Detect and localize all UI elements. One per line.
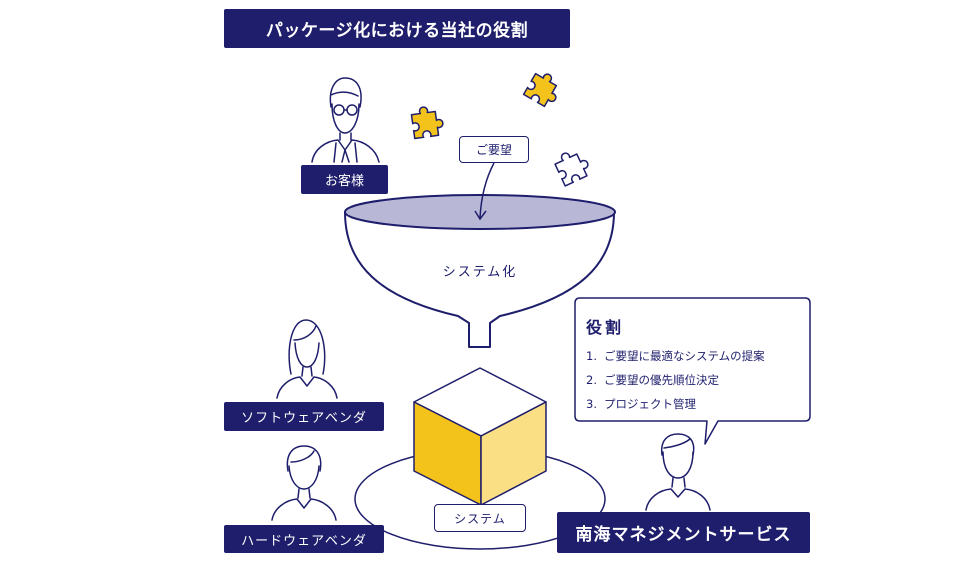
role-item: 3. プロジェクト管理 xyxy=(586,392,765,416)
request-arrow xyxy=(474,162,495,221)
person-long-hair-icon xyxy=(276,319,338,399)
role-number: 3. xyxy=(586,397,597,411)
role-number: 1. xyxy=(586,349,597,363)
role-text: ご要望の優先順位決定 xyxy=(604,373,719,387)
funnel-label: システム化 xyxy=(442,265,518,280)
company-label: 南海マネジメントサービス xyxy=(557,512,810,553)
page-title: パッケージ化における当社の役割 xyxy=(224,9,570,48)
customer-label: お客様 xyxy=(301,165,388,194)
person-short-hair-icon xyxy=(271,445,337,521)
system-cube-icon xyxy=(413,367,547,506)
request-label: ご要望 xyxy=(459,136,529,163)
software-vendor-label: ソフトウェアベンダ xyxy=(224,402,384,431)
puzzle-piece-icon xyxy=(410,106,444,140)
role-item: 1. ご要望に最適なシステムの提案 xyxy=(586,344,765,368)
role-text: ご要望に最適なシステムの提案 xyxy=(604,349,765,363)
system-label: システム xyxy=(434,504,526,532)
hardware-vendor-label: ハードウェアベンダ xyxy=(224,525,384,553)
role-item: 2. ご要望の優先順位決定 xyxy=(586,368,765,392)
roles-list: 役割 1. ご要望に最適なシステムの提案 2. ご要望の優先順位決定 3. プロジェク… xyxy=(586,314,765,416)
roles-heading: 役割 xyxy=(586,318,625,337)
puzzle-piece-icon xyxy=(554,152,589,187)
role-number: 2. xyxy=(586,373,597,387)
person-manager-icon xyxy=(645,433,711,511)
puzzle-piece-icon xyxy=(522,72,558,108)
role-text: プロジェクト管理 xyxy=(604,397,696,411)
person-glasses-tie-icon xyxy=(311,77,380,163)
roles-speech-bubble xyxy=(574,297,811,445)
